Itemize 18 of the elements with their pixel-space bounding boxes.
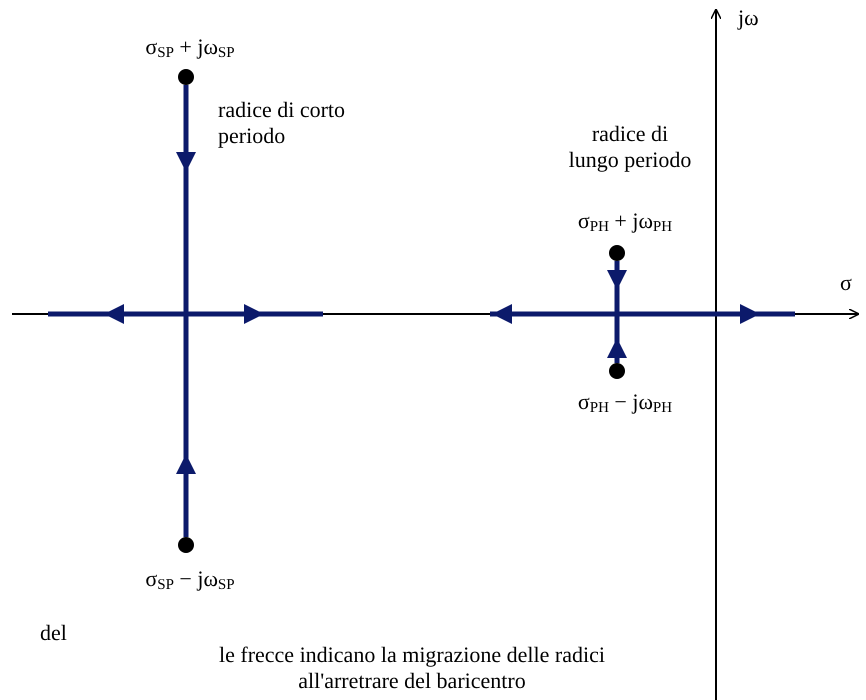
axis-label: σ — [840, 270, 852, 296]
root-label: σ$_{SP}$ + jω$_{SP}$ — [145, 34, 235, 63]
annotation-text: radice di corto periodo — [218, 97, 346, 149]
root-dot — [609, 363, 625, 379]
root-label: σ$_{SP}$ − jω$_{SP}$ — [145, 566, 235, 595]
axis-label: jω — [738, 5, 759, 31]
note-text: le frecce indicano la migrazione delle radici all'arretrare del baricentro — [218, 642, 606, 694]
root-dot — [178, 537, 194, 553]
root-label: σ$_{PH}$ − jω$_{PH}$ — [578, 389, 672, 418]
root-dot — [178, 69, 194, 85]
root-locus-arrow — [176, 454, 196, 537]
annotation-text: radice di lungo periodo — [568, 121, 692, 173]
root-label: σ$_{PH}$ + jω$_{PH}$ — [578, 208, 672, 237]
root-locus-arrow — [176, 85, 196, 172]
text-fragment: del — [40, 620, 67, 646]
root-locus-arrow — [607, 261, 627, 290]
root-dot — [609, 245, 625, 261]
root-locus-arrow — [607, 338, 627, 363]
